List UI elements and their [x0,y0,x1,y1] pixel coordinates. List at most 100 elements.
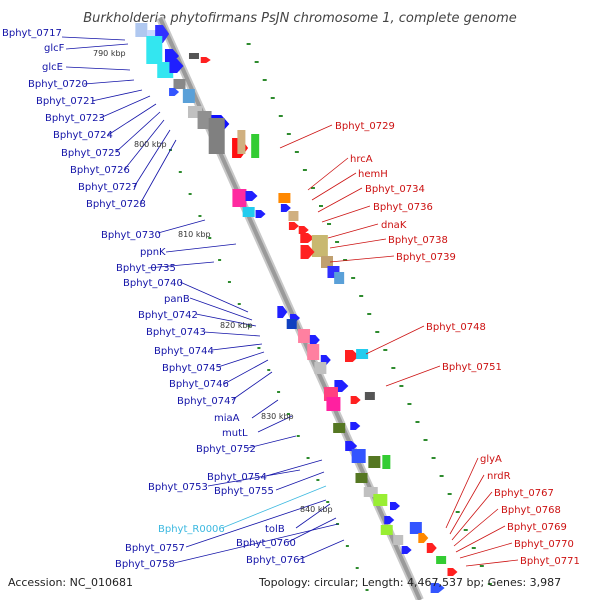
gene-feature-block [135,23,148,37]
gene-label[interactable]: Bphyt_0721 [36,96,96,107]
gene-label[interactable]: Bphyt_0742 [138,310,198,321]
gene-feature-block [436,556,447,564]
leader-line [189,297,253,321]
leader-line [99,95,151,119]
gene-label[interactable]: Bphyt_0760 [236,538,296,549]
gene-label[interactable]: Bphyt_R0006 [158,524,225,535]
gene-feature-block [326,397,341,411]
gene-label[interactable]: Bphyt_0717 [2,28,62,39]
gene-feature-block [286,319,297,329]
gene-feature-arrow [298,226,309,234]
gene-label[interactable]: Bphyt_0736 [373,202,433,213]
gene-feature-block [409,522,422,534]
gene-label[interactable]: Bphyt_0745 [162,363,222,374]
gene-label[interactable]: Bphyt_0723 [45,113,105,124]
gene-feature-block [307,344,320,360]
gene-feature-block [368,456,381,468]
gene-label[interactable]: Bphyt_0720 [28,79,88,90]
accession-text: Accession: NC_010681 [8,576,133,589]
gene-label[interactable]: tolB [265,524,285,535]
gene-feature-block [232,189,247,207]
gene-label[interactable]: hrcA [350,154,373,165]
gene-label[interactable]: Bphyt_0725 [61,148,121,159]
leader-line [221,485,327,529]
leader-line [449,474,485,535]
leader-line [179,281,249,313]
gene-feature-arrow [309,335,320,345]
leader-line [307,157,349,191]
leader-line [247,435,297,449]
gene-label[interactable]: mutL [222,428,248,439]
gene-feature-block [288,211,299,221]
gene-label[interactable]: Bphyt_0726 [70,165,130,176]
gene-feature-arrow [255,210,266,218]
gene-label[interactable]: Bphyt_0729 [335,121,395,132]
leader-line [231,371,273,401]
gene-label[interactable]: Bphyt_0768 [501,505,561,516]
gene-label[interactable]: Bphyt_0771 [520,556,580,567]
gene-label[interactable]: Bphyt_0753 [148,482,208,493]
gene-label[interactable]: Bphyt_0761 [246,555,306,566]
gene-label[interactable]: nrdR [487,471,511,482]
gene-label[interactable]: Bphyt_0769 [507,522,567,533]
gene-label[interactable]: glyA [480,454,502,465]
gene-feature-block [208,118,225,154]
gene-label[interactable]: glcE [42,62,63,73]
gene-feature-block [380,525,393,535]
gene-label[interactable]: Bphyt_0734 [365,184,425,195]
gene-label[interactable]: hemH [358,169,388,180]
gene-label[interactable]: Bphyt_0751 [442,362,502,373]
leader-line [133,129,171,188]
gene-label[interactable]: panB [164,294,190,305]
leader-line [311,172,357,201]
gene-label[interactable]: Bphyt_0746 [169,379,229,390]
gene-feature-block [182,89,195,103]
gene-feature-block [355,473,368,483]
gene-label[interactable]: Bphyt_0743 [146,327,206,338]
gene-label[interactable]: Bphyt_0767 [494,488,554,499]
gene-label[interactable]: Bphyt_0727 [78,182,138,193]
gene-label[interactable]: Bphyt_0747 [177,396,237,407]
gene-label[interactable]: ppnK [140,247,166,258]
leader-line [327,223,379,239]
gene-label[interactable]: Bphyt_0738 [388,235,448,246]
kbp-marker: 820 kbp [220,321,253,330]
gene-label[interactable]: Bphyt_0757 [125,543,185,554]
gene-label[interactable]: Bphyt_0770 [514,539,574,550]
gene-label[interactable]: Bphyt_0744 [154,346,214,357]
gene-label[interactable]: Bphyt_0730 [101,230,161,241]
gene-feature-block [298,329,311,343]
gene-feature-arrow [390,502,401,510]
gene-label[interactable]: Bphyt_0739 [396,252,456,263]
leader-line [365,325,425,355]
gene-label[interactable]: Bphyt_0752 [196,444,256,455]
leader-line [203,331,261,337]
gene-label[interactable]: Bphyt_0755 [214,486,274,497]
leader-line [455,525,506,553]
map-title: Burkholderia phytofirmans PsJN chromosom… [83,11,517,26]
gene-label[interactable]: dnaK [381,220,407,231]
gene-label[interactable]: Bphyt_0758 [115,559,175,570]
leader-line [459,542,513,559]
leader-line [297,539,345,561]
gene-label[interactable]: glcF [44,43,65,54]
gene-label[interactable]: Bphyt_0754 [207,472,267,483]
leader-line [445,457,479,529]
gene-label[interactable]: Bphyt_0728 [86,199,146,210]
leader-line [61,36,126,41]
gene-feature-arrow [280,204,291,212]
gene-label[interactable]: Bphyt_0735 [116,263,176,274]
leader-line [107,103,157,136]
leader-line [265,459,323,477]
right-gene-labels: Bphyt_0729 hrcA hemH Bphyt_0734 Bphyt_07… [335,121,580,567]
leader-line [65,66,131,71]
gene-label[interactable]: miaA [214,413,240,424]
leader-line [195,313,257,327]
backbone-line [158,17,422,600]
gene-label[interactable]: Bphyt_0724 [53,130,113,141]
chromosome-backbone [156,16,424,600]
gene-label[interactable]: Bphyt_0740 [123,278,183,289]
gene-label[interactable]: Bphyt_0748 [426,322,486,333]
leader-line [321,205,371,223]
leader-line [207,469,301,487]
